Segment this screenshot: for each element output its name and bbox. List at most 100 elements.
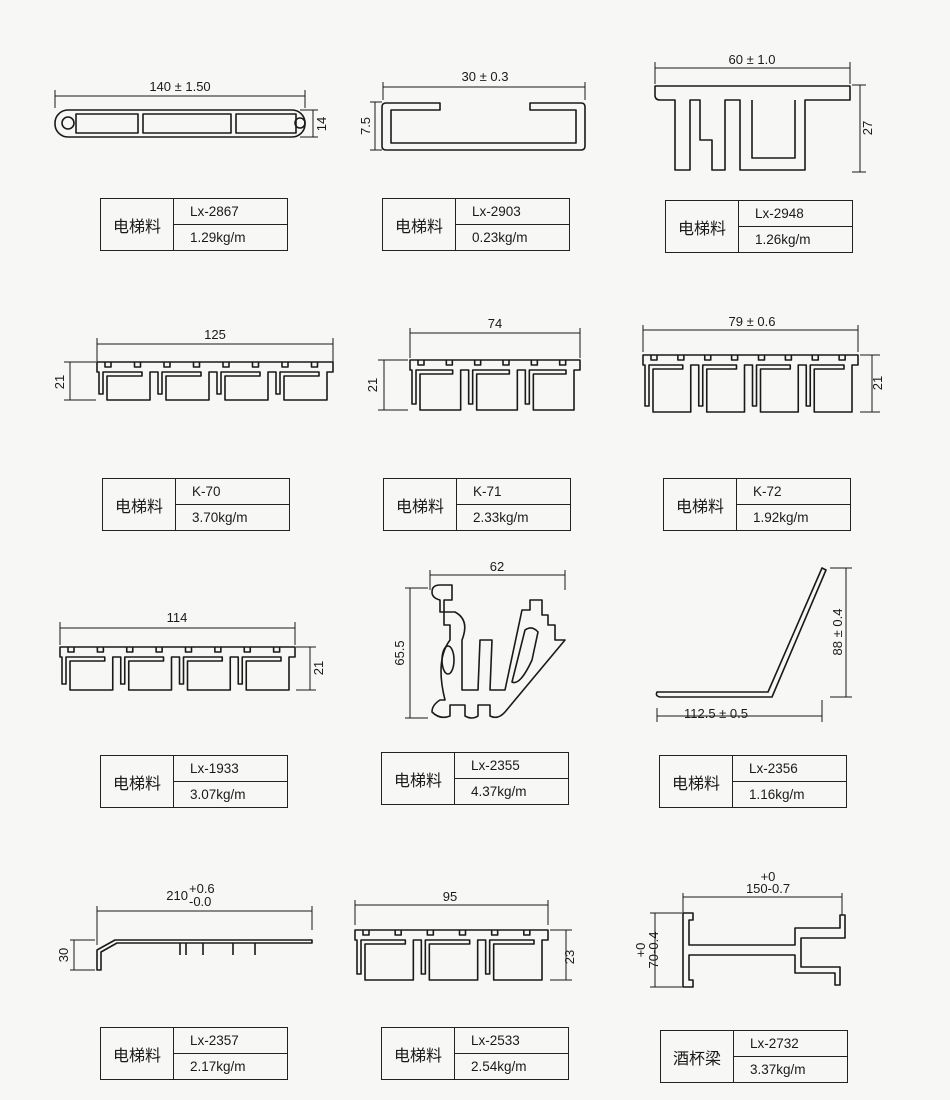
dimension-label: 210 bbox=[166, 888, 188, 903]
dimension-tolerance: +0 bbox=[761, 869, 776, 884]
model-code: Lx-2356 bbox=[733, 756, 846, 782]
spec-table: 电梯料 Lx-2533 2.54kg/m bbox=[381, 1027, 569, 1080]
spec-table: 酒杯梁 Lx-2732 3.37kg/m bbox=[660, 1030, 848, 1083]
spec-values: Lx-2533 2.54kg/m bbox=[455, 1028, 568, 1079]
spec-values: Lx-2948 1.26kg/m bbox=[739, 201, 852, 252]
weight-per-meter: 1.92kg/m bbox=[753, 510, 809, 525]
spec-values: Lx-2356 1.16kg/m bbox=[733, 756, 846, 807]
spec-values: Lx-1933 3.07kg/m bbox=[174, 756, 287, 807]
spec-table: 电梯料 Lx-2903 0.23kg/m bbox=[382, 198, 570, 251]
spec-values: Lx-2867 1.29kg/m bbox=[174, 199, 287, 250]
dimension-label: 88 ± 0.4 bbox=[830, 609, 845, 656]
dimension-label: 62 bbox=[490, 559, 504, 574]
spec-values: Lx-2903 0.23kg/m bbox=[456, 199, 569, 250]
weight-per-meter: 1.16kg/m bbox=[749, 787, 805, 802]
model-code: Lx-2355 bbox=[455, 753, 568, 779]
spec-table: 电梯料 K-70 3.70kg/m bbox=[102, 478, 290, 531]
category-label: 电梯料 bbox=[101, 1028, 174, 1079]
dimension-label: 30 ± 0.3 bbox=[462, 69, 509, 84]
model-code: K-70 bbox=[176, 479, 289, 505]
dimension-tolerance-upper: +0.6 bbox=[189, 881, 215, 896]
dimension-label: 27 bbox=[860, 121, 875, 135]
spec-table: 电梯料 Lx-2355 4.37kg/m bbox=[381, 752, 569, 805]
weight-per-meter: 3.37kg/m bbox=[750, 1062, 806, 1077]
weight-per-meter: 0.23kg/m bbox=[472, 230, 528, 245]
dimension-label: 21 bbox=[870, 376, 885, 390]
category-label: 电梯料 bbox=[666, 201, 739, 252]
spec-table: 电梯料 Lx-2948 1.26kg/m bbox=[665, 200, 853, 253]
model-code: Lx-2948 bbox=[739, 201, 852, 227]
profile-drawing-lx-2355: 62 65.5 bbox=[392, 559, 566, 719]
spec-table: 电梯料 K-72 1.92kg/m bbox=[663, 478, 851, 531]
profile-drawing-lx-2356: 88 ± 0.4 112.5 ± 0.5 bbox=[655, 567, 852, 722]
category-label: 电梯料 bbox=[382, 1028, 455, 1079]
dimension-label: 79 ± 0.6 bbox=[729, 314, 776, 329]
spec-table: 电梯料 Lx-2867 1.29kg/m bbox=[100, 198, 288, 251]
spec-values: K-70 3.70kg/m bbox=[176, 479, 289, 530]
dimension-label: 23 bbox=[562, 950, 577, 964]
spec-table: 电梯料 K-71 2.33kg/m bbox=[383, 478, 571, 531]
profile-drawing-lx-2867: 140 ± 1.50 14 bbox=[54, 79, 329, 138]
weight-per-meter: 3.70kg/m bbox=[192, 510, 248, 525]
profile-drawing-lx-2903: 30 ± 0.3 7.5 bbox=[358, 69, 586, 151]
spec-values: K-72 1.92kg/m bbox=[737, 479, 850, 530]
category-label: 电梯料 bbox=[664, 479, 737, 530]
dimension-label: 21 bbox=[52, 375, 67, 389]
model-code: Lx-2533 bbox=[455, 1028, 568, 1054]
spec-table: 电梯料 Lx-1933 3.07kg/m bbox=[100, 755, 288, 808]
dimension-tolerance-lower: -0.0 bbox=[189, 894, 211, 909]
dimension-label: 150-0.7 bbox=[746, 881, 790, 896]
category-label: 电梯料 bbox=[101, 756, 174, 807]
category-label: 电梯料 bbox=[101, 199, 174, 250]
dimension-label: 140 ± 1.50 bbox=[149, 79, 210, 94]
spec-table: 电梯料 Lx-2356 1.16kg/m bbox=[659, 755, 847, 808]
model-code: Lx-1933 bbox=[174, 756, 287, 782]
profile-drawing-k-70: 125 21 bbox=[52, 327, 334, 401]
spec-values: K-71 2.33kg/m bbox=[457, 479, 570, 530]
dimension-label: 21 bbox=[311, 661, 326, 675]
model-code: K-71 bbox=[457, 479, 570, 505]
category-label: 电梯料 bbox=[384, 479, 457, 530]
profile-drawing-lx-2948: 60 ± 1.0 27 bbox=[654, 52, 875, 173]
spec-values: Lx-2355 4.37kg/m bbox=[455, 753, 568, 804]
model-code: Lx-2867 bbox=[174, 199, 287, 225]
profile-drawing-k-71: 74 21 bbox=[365, 316, 581, 411]
dimension-label: 70-0.4 bbox=[646, 932, 661, 969]
profile-drawing-lx-1933: 114 21 bbox=[59, 610, 326, 691]
dimension-label: 14 bbox=[314, 117, 329, 131]
dimension-tolerance: +0 bbox=[633, 943, 648, 958]
category-label: 电梯料 bbox=[103, 479, 176, 530]
model-code: Lx-2357 bbox=[174, 1028, 287, 1054]
weight-per-meter: 3.07kg/m bbox=[190, 787, 246, 802]
spec-values: Lx-2732 3.37kg/m bbox=[734, 1031, 847, 1082]
category-label: 电梯料 bbox=[382, 753, 455, 804]
weight-per-meter: 1.29kg/m bbox=[190, 230, 246, 245]
model-code: Lx-2732 bbox=[734, 1031, 847, 1057]
dimension-label: 30 bbox=[56, 948, 71, 962]
dimension-label: 95 bbox=[443, 889, 457, 904]
weight-per-meter: 2.33kg/m bbox=[473, 510, 529, 525]
dimension-label: 21 bbox=[365, 378, 380, 392]
spec-table: 电梯料 Lx-2357 2.17kg/m bbox=[100, 1027, 288, 1080]
profile-drawing-lx-2357: 210 +0.6 -0.0 30 bbox=[56, 881, 313, 971]
profile-drawing-lx-2533: 95 23 bbox=[354, 889, 577, 981]
weight-per-meter: 2.17kg/m bbox=[190, 1059, 246, 1074]
dimension-label: 125 bbox=[204, 327, 226, 342]
model-code: Lx-2903 bbox=[456, 199, 569, 225]
weight-per-meter: 1.26kg/m bbox=[755, 232, 811, 247]
dimension-label: 74 bbox=[488, 316, 502, 331]
spec-values: Lx-2357 2.17kg/m bbox=[174, 1028, 287, 1079]
weight-per-meter: 2.54kg/m bbox=[471, 1059, 527, 1074]
dimension-label: 7.5 bbox=[358, 117, 373, 135]
dimension-label: 112.5 ± 0.5 bbox=[684, 706, 748, 721]
dimension-label: 65.5 bbox=[392, 640, 407, 665]
dimension-label: 114 bbox=[167, 610, 188, 625]
category-label: 电梯料 bbox=[660, 756, 733, 807]
category-label: 酒杯梁 bbox=[661, 1031, 734, 1082]
weight-per-meter: 4.37kg/m bbox=[471, 784, 527, 799]
model-code: K-72 bbox=[737, 479, 850, 505]
dimension-label: 60 ± 1.0 bbox=[729, 52, 776, 67]
profile-drawing-k-72: 79 ± 0.6 21 bbox=[642, 314, 885, 413]
profile-drawing-lx-2732: 150-0.7 +0 70-0.4 +0 bbox=[633, 869, 846, 988]
